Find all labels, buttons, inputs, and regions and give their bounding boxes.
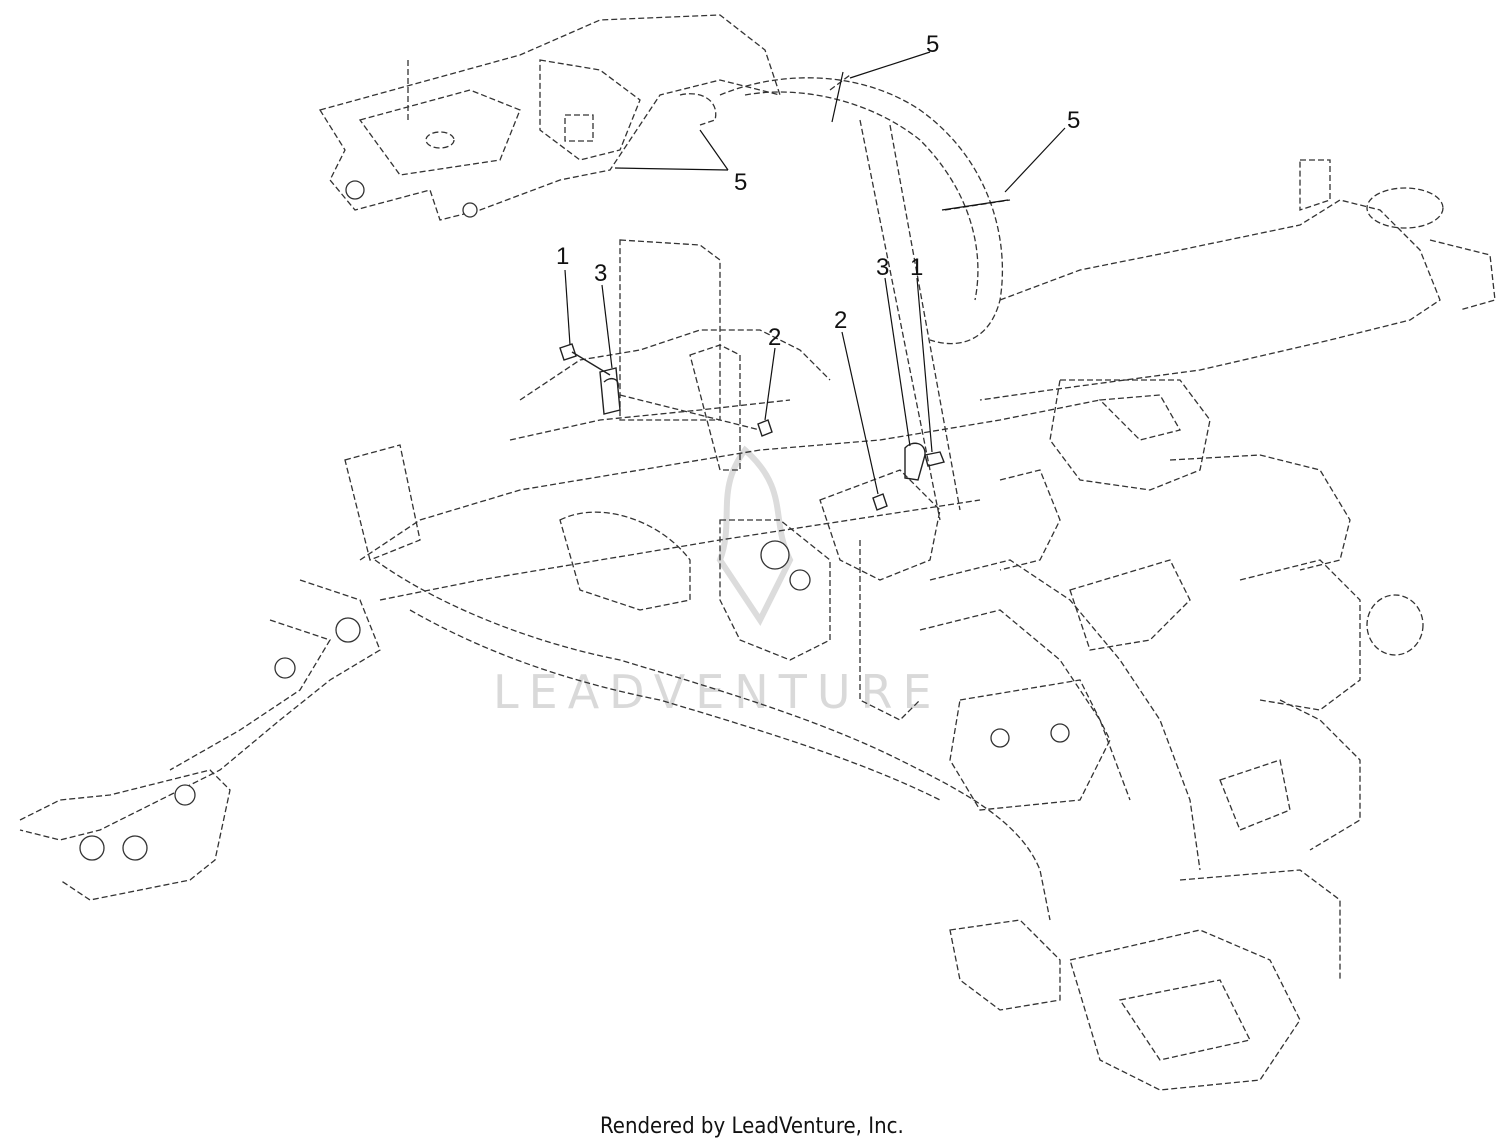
watermark: LEADVENTURE <box>493 445 942 719</box>
footer-credit: Rendered by LeadVenture, Inc. <box>600 1114 904 1139</box>
upper-bracket-assembly <box>318 14 781 221</box>
engine-area <box>999 379 1424 851</box>
callout-1-right: 1 <box>910 254 923 281</box>
callout-3-right: 3 <box>876 254 889 281</box>
callout-5-left: 5 <box>734 169 747 196</box>
fuel-line <box>719 74 1011 521</box>
callout-1-left: 1 <box>556 243 569 270</box>
callout-3-left: 3 <box>594 260 607 287</box>
callout-leaders <box>564 51 1066 495</box>
callout-2-left: 2 <box>768 324 781 351</box>
callout-5-right: 5 <box>1067 107 1080 134</box>
frame-rear <box>919 559 1291 871</box>
foot-plate <box>949 869 1341 1091</box>
callout-5-top: 5 <box>926 31 939 58</box>
frame-main <box>344 239 1101 921</box>
front-axle-left <box>19 579 381 901</box>
frame-right <box>979 159 1496 401</box>
hardware-right <box>872 442 945 511</box>
center-pivot <box>559 469 941 721</box>
watermark-text: LEADVENTURE <box>493 665 942 719</box>
hardware-left <box>559 343 773 437</box>
callout-2-right: 2 <box>834 307 847 334</box>
callout-labels: 5 5 5 1 3 2 2 3 1 <box>556 31 1080 351</box>
